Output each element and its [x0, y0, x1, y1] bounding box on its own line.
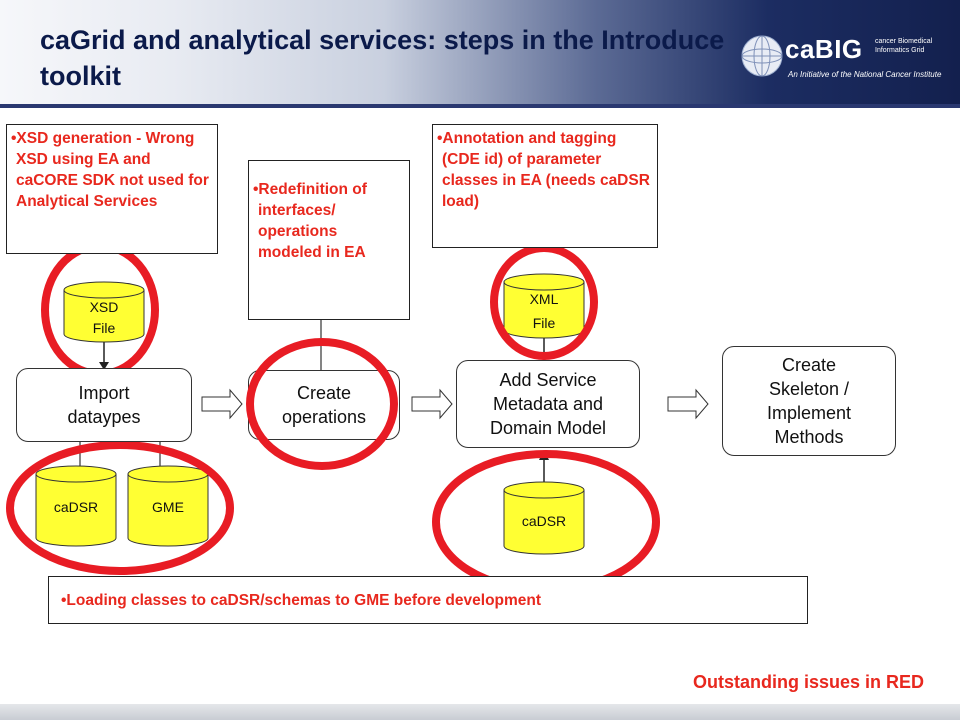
cabig-logo-subtitle: cancer Biomedical Informatics Grid [875, 38, 933, 54]
note-redefinition-text: •Redefinition of interfaces/ operations … [253, 181, 367, 261]
cabig-logo-text: caBIG [785, 34, 863, 64]
xsd-label-line2: File [93, 320, 116, 336]
xml-label-line1: XML [530, 291, 559, 307]
flow-arrow [201, 388, 243, 420]
header-banner [0, 0, 960, 108]
note-loading-classes: •Loading classes to caDSR/schemas to GME… [48, 576, 808, 624]
import-datatypes-step: Import dataypes [16, 368, 192, 442]
issue-ring-cadsr-gme [6, 441, 234, 575]
cadsr-left-label: caDSR [54, 499, 98, 515]
note-xsd-generation: •XSD generation - Wrong XSD using EA and… [6, 124, 218, 254]
add-service-metadata-step: Add Service Metadata and Domain Model [456, 360, 640, 448]
header-rule [0, 104, 960, 108]
cadsr-right-label: caDSR [522, 513, 566, 529]
outstanding-issues-legend: Outstanding issues in RED [692, 672, 924, 692]
gme-label: GME [152, 499, 184, 515]
xsd-label-line1: XSD [90, 299, 119, 315]
slide-title: caGrid and analytical services: steps in… [40, 25, 725, 91]
xml-file-cylinder [503, 273, 585, 339]
note-xsd-text: •XSD generation - Wrong XSD using EA and… [11, 130, 209, 210]
create-skeleton-step: Create Skeleton / Implement Methods [722, 346, 896, 456]
xml-label-line2: File [533, 315, 556, 331]
cadsr-left-cylinder [35, 465, 117, 547]
xsd-file-cylinder [63, 281, 145, 343]
note-annotation: •Annotation and tagging (CDE id) of para… [432, 124, 658, 248]
cadsr-right-cylinder [503, 481, 585, 555]
footer-bar [0, 704, 960, 720]
create-operations-step: Create operations [248, 370, 400, 440]
note-loading-text: •Loading classes to caDSR/schemas to GME… [61, 592, 542, 609]
cabig-globe-icon [741, 35, 783, 77]
issue-ring-xml [490, 244, 598, 360]
note-annotation-text: •Annotation and tagging (CDE id) of para… [437, 130, 650, 210]
cabig-logo-tagline: An Initiative of the National Cancer Ins… [788, 70, 942, 79]
flow-arrow [411, 388, 453, 420]
note-redefinition: •Redefinition of interfaces/ operations … [248, 160, 410, 320]
flow-arrow [667, 388, 709, 420]
gme-cylinder [127, 465, 209, 547]
